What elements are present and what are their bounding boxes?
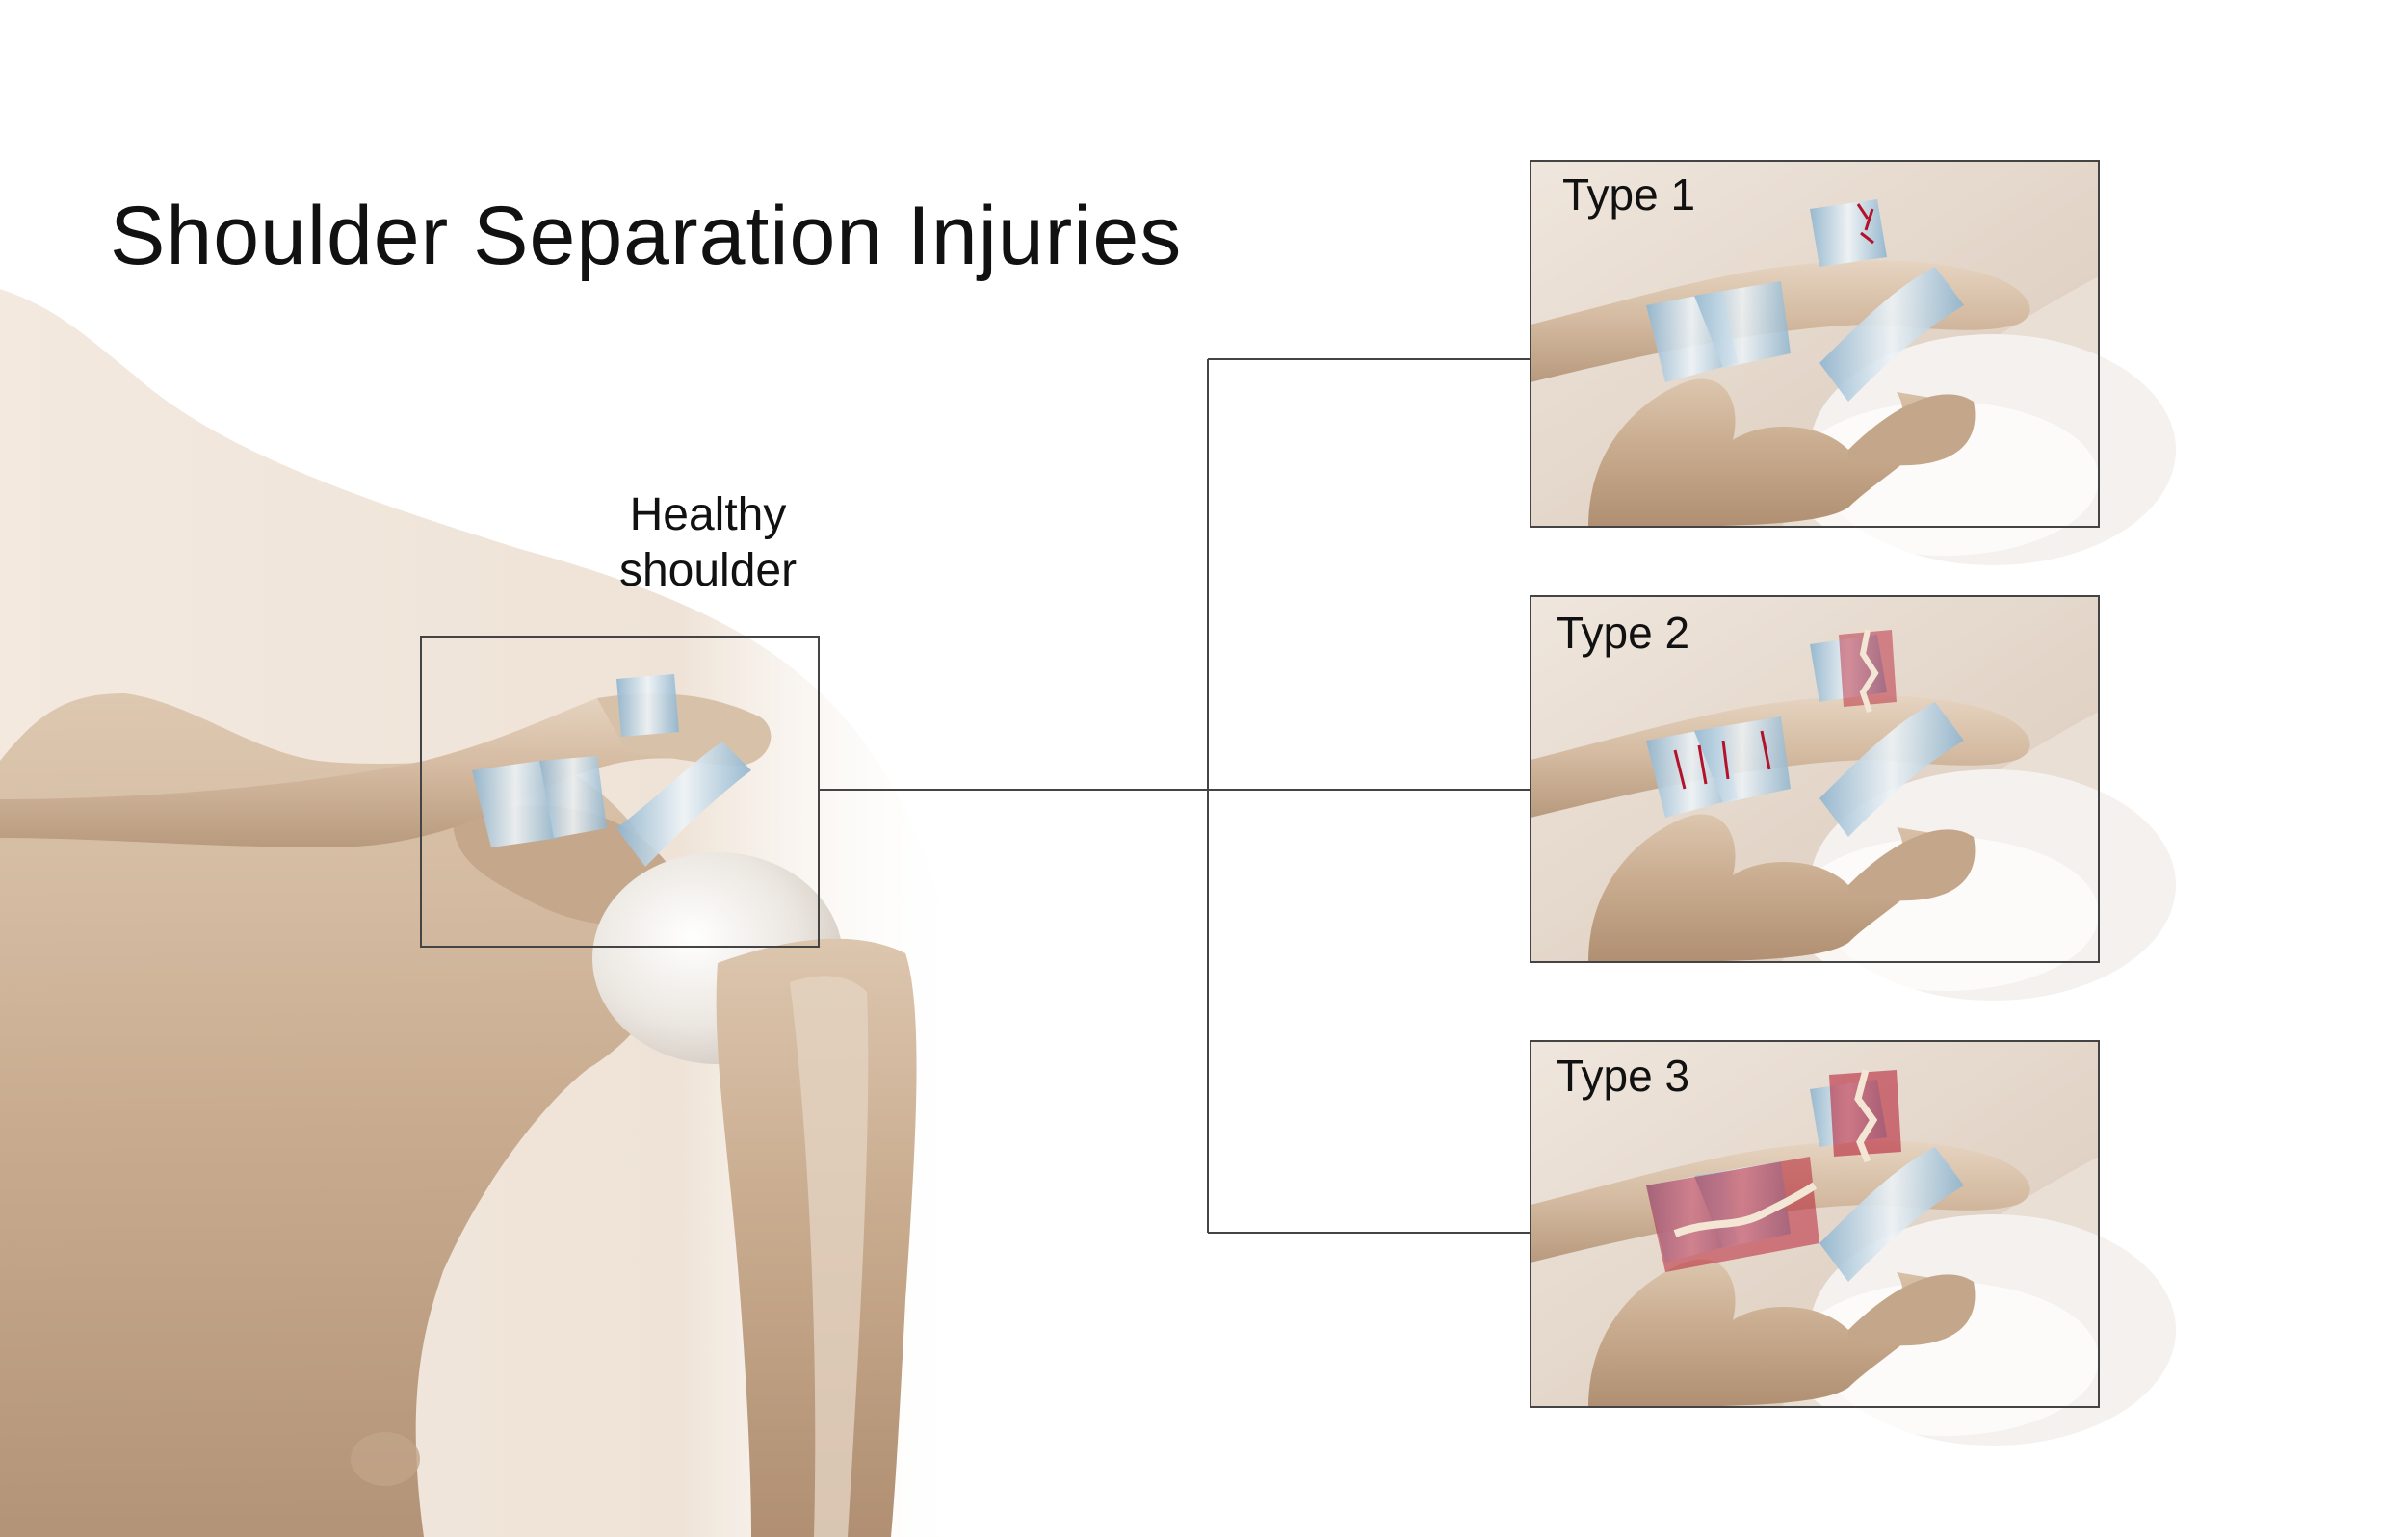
healthy-label-line2: shoulder [618, 545, 798, 596]
healthy-label-line1: Healthy [629, 489, 787, 540]
healthy-shoulder-label: Healthy shoulder [578, 487, 838, 599]
type2-cc-strain [1673, 730, 1771, 790]
healthy-inset-frame [420, 636, 820, 948]
nipple [351, 1432, 420, 1486]
coracoclavicular-ligament-trapezoid [472, 761, 559, 847]
healthy-shoulder-illustration [0, 289, 973, 1537]
ac-joint-ligament [616, 674, 679, 737]
type1-sprain-mark [1856, 203, 1874, 245]
coracoacromial-ligament [616, 742, 751, 867]
type2-label: Type 2 [1557, 608, 1690, 658]
humerus-highlight [790, 976, 869, 1537]
scapula [0, 693, 674, 1537]
type3-label: Type 3 [1557, 1051, 1690, 1101]
type3-ac-crack [1854, 1069, 1878, 1163]
type2-ac-tear [1839, 630, 1897, 707]
type1-panel [1530, 160, 2176, 565]
type3-cc-crack [1673, 1182, 1818, 1237]
type1-label: Type 1 [1562, 169, 1696, 220]
type2-tear-crack [1859, 629, 1879, 713]
coracoclavicular-ligament-conoid [539, 756, 607, 838]
clavicle [0, 693, 771, 847]
type3-panel [1530, 1040, 2176, 1446]
page-title: Shoulder Separation Injuries [110, 190, 1183, 282]
type2-panel [1530, 595, 2176, 1001]
type3-cc-tear [1646, 1157, 1819, 1272]
connector-lines [819, 358, 1531, 1234]
